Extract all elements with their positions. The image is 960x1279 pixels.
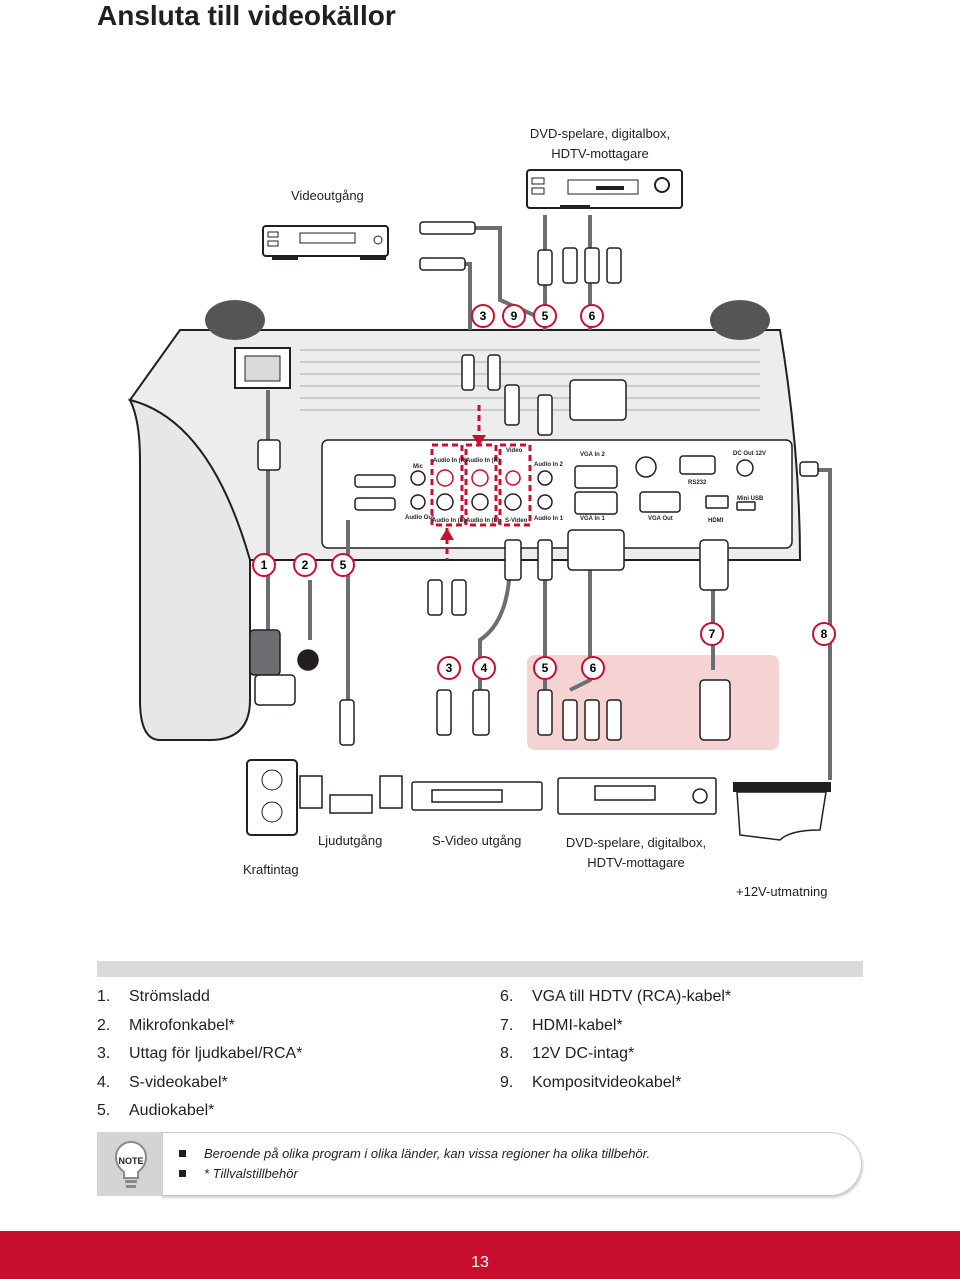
power-outlet — [246, 759, 298, 836]
port-labels: Mic Audio In (R) Audio In (R) Video Audi… — [405, 448, 766, 524]
highlight-audio-l — [464, 443, 498, 527]
label-svideo-out: S-Video utgång — [432, 833, 522, 848]
svg-text:Video: Video — [506, 448, 523, 454]
svg-text:VGA In 1: VGA In 1 — [580, 516, 605, 522]
badge-left-2-label: 2 — [302, 558, 309, 572]
svg-text:Audio In 1: Audio In 1 — [534, 516, 564, 522]
top-video-source — [262, 225, 389, 260]
label-12v-out: +12V-utmatning — [736, 884, 828, 899]
badge-right-8-label: 8 — [821, 627, 828, 641]
label-power: Kraftintag — [243, 862, 299, 877]
legend-item: 8.12V DC-intag* — [500, 1045, 635, 1062]
page-title: Ansluta till videokällor — [97, 0, 396, 31]
projector-body — [128, 300, 802, 741]
connection-diagram: 3 9 5 6 1 2 5 7 8 3 4 5 6 Mic Audio In (… — [128, 169, 836, 841]
note-icon: NOTE — [114, 1140, 148, 1188]
svg-text:Audio In (R): Audio In (R) — [433, 458, 467, 464]
badge-left-5-label: 5 — [340, 558, 347, 572]
badge-left-1-label: 1 — [261, 558, 268, 572]
label-dvd-bottom: DVD-spelare, digitalbox, HDTV-mottagare — [565, 835, 707, 870]
legend-item: 4.S-videokabel* — [97, 1073, 228, 1091]
legend-item: 7.HDMI-kabel* — [500, 1016, 623, 1034]
svg-text:Audio In (L): Audio In (L) — [466, 518, 499, 524]
connectors — [249, 221, 819, 746]
svg-text:Audio In 2: Audio In 2 — [534, 462, 564, 468]
highlight-audio-r — [430, 443, 464, 527]
legend-item: 9.Kompositvideokabel* — [500, 1073, 682, 1091]
svg-text:Audio In (R): Audio In (R) — [466, 458, 500, 464]
svg-text:Mic: Mic — [413, 464, 424, 470]
footer-bar — [0, 1231, 960, 1279]
badge-top-3-label: 3 — [480, 309, 487, 323]
legend-header-bar — [97, 961, 863, 977]
svg-text:Audio Out: Audio Out — [405, 515, 434, 521]
legend-item: 5.Audiokabel* — [97, 1102, 215, 1119]
svg-text:Mini USB: Mini USB — [737, 496, 764, 502]
badge-top-6-label: 6 — [589, 309, 596, 323]
note-content — [161, 1132, 862, 1196]
highlight-video — [498, 443, 532, 527]
svg-text:DC Out 12V: DC Out 12V — [733, 451, 766, 457]
label-video-out: Videoutgång — [291, 188, 364, 203]
port-panel — [410, 455, 756, 515]
legend-left: 1.Strömsladd 2.Mikrofonkabel* 3.Uttag fö… — [97, 983, 302, 1126]
projection-screen — [733, 782, 831, 841]
legend-right: 6.VGA till HDTV (RCA)-kabel* 7.HDMI-kabe… — [500, 983, 731, 1097]
legend-item: 2.Mikrofonkabel* — [97, 1016, 235, 1034]
svg-text:VGA In 2: VGA In 2 — [580, 452, 605, 458]
badges-left: 1 2 5 — [252, 553, 355, 577]
label-dvd-top: DVD-spelare, digitalbox, HDTV-mottagare — [529, 126, 671, 161]
badge-bottom-3-label: 3 — [446, 661, 453, 675]
svg-text:Audio In (L): Audio In (L) — [432, 518, 465, 524]
legend-item: 3.Uttag för ljudkabel/RCA* — [97, 1045, 303, 1062]
svg-text:S-Video: S-Video — [505, 518, 528, 524]
svg-text:NOTE: NOTE — [118, 1156, 143, 1166]
svg-text:HDMI: HDMI — [708, 518, 724, 524]
badge-bottom-4-label: 4 — [481, 661, 488, 675]
bottom-dvd-player — [557, 777, 717, 815]
badge-right-7-label: 7 — [709, 627, 716, 641]
svg-text:VGA Out: VGA Out — [648, 516, 673, 522]
note-line: * Tillvalstillbehör — [179, 1166, 298, 1181]
audio-system — [299, 775, 403, 814]
badge-top-9-label: 9 — [511, 309, 518, 323]
svideo-vcr — [411, 781, 543, 811]
badges-bottom: 3 4 5 6 — [437, 656, 605, 680]
note-box: NOTE Beroende på olika program i olika l… — [97, 1132, 863, 1196]
page-number: 13 — [471, 1254, 489, 1271]
badge-bottom-6-label: 6 — [590, 661, 597, 675]
badges-right: 7 8 — [700, 622, 836, 646]
svg-text:RS232: RS232 — [688, 480, 707, 486]
badge-bottom-5-label: 5 — [542, 661, 549, 675]
legend-item: 6.VGA till HDTV (RCA)-kabel* — [500, 988, 732, 1005]
note-line: Beroende på olika program i olika länder… — [179, 1146, 650, 1161]
badges-top: 3 9 5 6 — [471, 304, 604, 328]
badge-top-5-label: 5 — [542, 309, 549, 323]
badge-top-3 — [471, 304, 495, 328]
legend-item: 1.Strömsladd — [97, 988, 210, 1005]
top-dvd-player — [526, 169, 683, 209]
label-audio-out: Ljudutgång — [318, 833, 383, 848]
